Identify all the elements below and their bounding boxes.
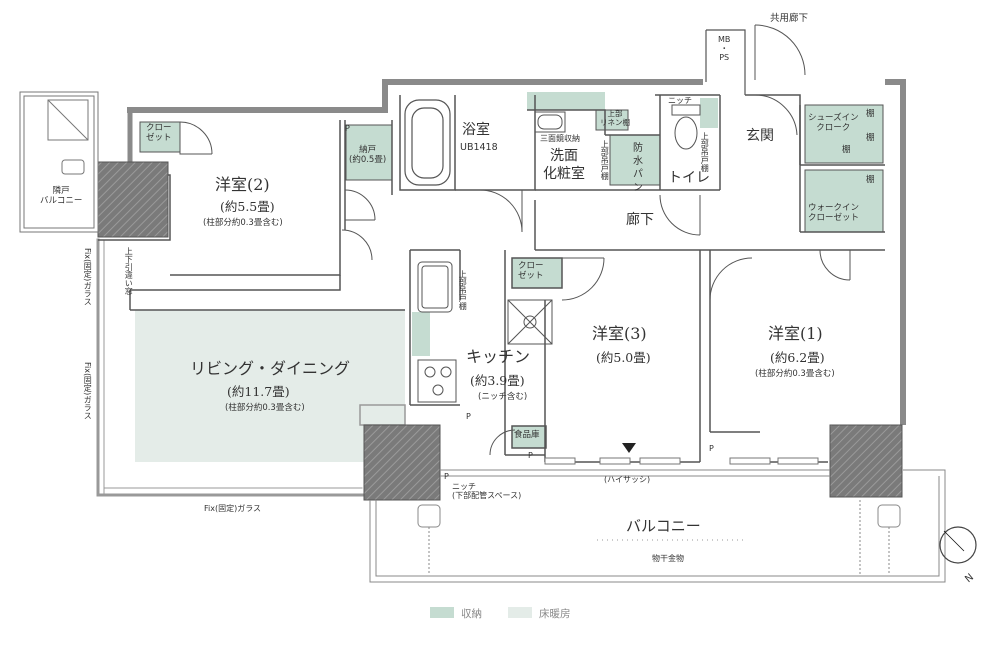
room-western-3-area: (約5.0畳): [596, 350, 651, 365]
shoes-in-closet-label: シューズイン クローク: [808, 113, 859, 133]
niche-pipe-space-label: ニッチ (下部配管スペース): [452, 482, 522, 501]
upper-sliding-window-label: 上下引違い窓: [124, 247, 134, 295]
high-sash-marker: [622, 443, 636, 453]
room-kitchen-name: キッチン: [466, 347, 531, 366]
mb-ps-label: MB ・ PS: [718, 35, 731, 62]
p-mark: P: [444, 472, 449, 481]
legend-label-floor-heating: 床暖房: [539, 608, 571, 620]
storage-fills: [140, 92, 883, 448]
legend-label-storage: 収納: [461, 608, 482, 620]
room-balcony-name: バルコニー: [626, 517, 701, 535]
room-bath-spec: UB1418: [460, 142, 498, 153]
balcony-outline: [369, 469, 946, 583]
vanity: [534, 111, 566, 133]
windows: [544, 457, 819, 465]
kitchen-fixtures: [417, 261, 457, 403]
common-corridor-label: 共用廊下: [770, 13, 809, 24]
structural-columns: [97, 161, 903, 501]
p-mark: P: [345, 124, 350, 133]
drying-hardware-label: 物干金物: [652, 554, 684, 563]
toilet-bowl: [671, 104, 701, 150]
p-mark: P: [528, 451, 533, 460]
nando-label: 納戸 (約0.5畳): [349, 145, 387, 165]
room-kitchen-area: (約3.9畳): [470, 373, 525, 388]
fix-glass-label-upper: Fix(固定)ガラス: [83, 248, 93, 306]
three-mirror-storage-label: 三面鏡収納: [540, 134, 580, 143]
neighbor-balcony: [19, 91, 99, 233]
fix-glass-label-bottom: Fix(固定)ガラス: [204, 504, 262, 513]
fix-glass-label-lower: Fix(固定)ガラス: [83, 362, 93, 420]
bathtub: [404, 99, 451, 186]
room-western-2-name: 洋室(2): [215, 175, 270, 194]
mb-ps-box: [705, 29, 746, 95]
room-corridor-name: 廊下: [626, 212, 654, 228]
upper-linen-shelf-label: 上部 リネン棚: [600, 109, 630, 127]
room-bath-name: 浴室: [462, 122, 490, 138]
shelf-label-2: 棚: [866, 133, 875, 143]
room-kitchen-note: (ニッチ含む): [478, 392, 528, 402]
room-western-3-name: 洋室(3): [592, 324, 647, 343]
waterproof-pan-label: 防 水 パ ン: [630, 142, 642, 192]
p-mark: P: [709, 444, 714, 453]
high-sash-label: (ハイサッシ): [604, 475, 651, 484]
door-swings: [179, 24, 851, 456]
room-western-1-name: 洋室(1): [768, 324, 823, 343]
niche-label-toilet: ニッチ: [668, 96, 692, 105]
legend-swatch-floor-heating: [508, 607, 532, 618]
room-washroom-name: 洗面 化粧室: [543, 148, 585, 182]
room-toilet-name: トイレ: [668, 170, 710, 186]
legend-item-storage: 収納: [430, 606, 482, 621]
neighbor-balcony-label: 隣戸 バルコニー: [40, 186, 83, 206]
p-mark: P: [466, 412, 471, 421]
compass-icon: [939, 526, 977, 564]
walls: [96, 79, 906, 497]
walk-in-closet-label: ウォークイン クローゼット: [808, 203, 860, 223]
upper-hanging-shelf-kitchen: 上部吊戸棚: [458, 270, 468, 310]
shelf-label-1: 棚: [866, 109, 875, 119]
pantry-label: 食品庫: [514, 430, 540, 440]
closet-label-western-3: クロー ゼット: [518, 261, 544, 281]
room-western-2-note: (柱部分約0.3畳含む): [203, 218, 283, 228]
room-western-2-area: (約5.5畳): [220, 199, 275, 214]
room-living-area: (約11.7畳): [227, 384, 290, 399]
room-western-1-area: (約6.2畳): [770, 350, 825, 365]
legend-item-floor-heating: 床暖房: [508, 606, 571, 621]
upper-hanging-shelf-wash: 上部吊戸棚: [600, 140, 610, 180]
shelf-label-3: 棚: [842, 145, 851, 155]
room-entrance-name: 玄関: [746, 128, 774, 144]
closet-label-western-2: クロー ゼット: [146, 123, 172, 143]
legend-swatch-storage: [430, 607, 454, 618]
room-western-1-note: (柱部分約0.3畳含む): [755, 369, 835, 379]
room-living-name: リビング・ダイニング: [190, 359, 351, 378]
refrigerator-space: [507, 299, 553, 345]
upper-hanging-shelf-toilet: 上部吊戸棚: [700, 132, 710, 172]
room-living-note: (柱部分約0.3畳含む): [225, 403, 305, 413]
shelf-label-4: 棚: [866, 175, 875, 185]
